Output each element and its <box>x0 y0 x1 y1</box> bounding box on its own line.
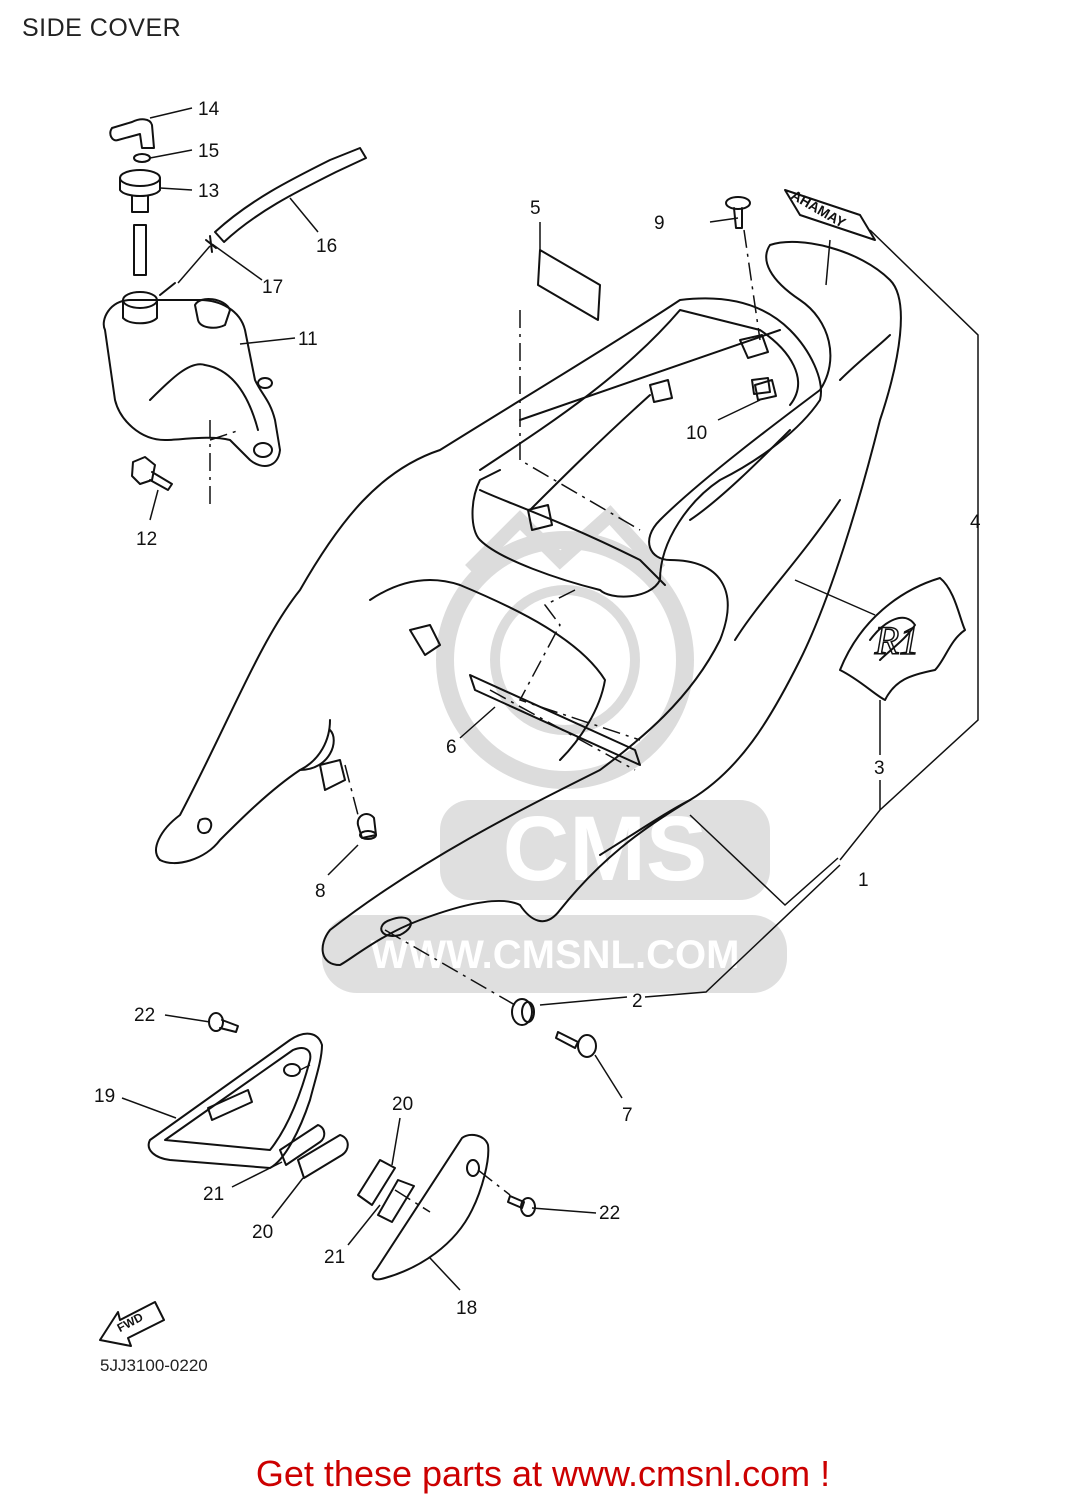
callout-14: 14 <box>198 99 220 120</box>
bolt-part-12 <box>131 456 173 491</box>
screw-part-9 <box>725 196 751 229</box>
clip-part-15 <box>133 153 151 163</box>
r1-emblem-part <box>839 577 966 701</box>
callout-11: 11 <box>298 329 318 350</box>
bolt-part-22-left <box>208 1012 239 1033</box>
side-cover-part-18 <box>371 1133 490 1281</box>
callout-3: 3 <box>874 758 885 779</box>
label-part-5 <box>537 249 601 321</box>
callout-17: 17 <box>262 277 283 298</box>
callout-8: 8 <box>315 881 326 902</box>
promo-link-text[interactable]: Get these parts at www.cmsnl.com ! <box>255 1453 831 1494</box>
callout-13: 13 <box>198 181 219 202</box>
callout-5: 5 <box>530 198 541 219</box>
grommet-part-8 <box>356 813 377 840</box>
callout-18: 18 <box>456 1298 477 1319</box>
damper-part-21-right <box>377 1179 415 1223</box>
clip-part-17 <box>205 235 217 253</box>
leader-lines <box>121 107 979 1291</box>
yamaha-decal-part <box>784 189 876 241</box>
damper-part-20-right <box>357 1159 396 1206</box>
callout-4: 4 <box>970 512 981 533</box>
r1-emblem-text: R1 <box>874 618 919 663</box>
watermark-brand: CMS <box>503 798 707 900</box>
callout-22-right: 22 <box>599 1203 620 1224</box>
callout-19: 19 <box>94 1086 115 1107</box>
side-cover-part-19 <box>147 1032 323 1169</box>
callout-6: 6 <box>446 737 457 758</box>
centerlines <box>209 229 761 1213</box>
cms-watermark: CMS WWW.CMSNL.COM <box>322 505 787 993</box>
strip-part-6 <box>469 674 641 766</box>
callouts: 1 2 3 4 5 6 7 8 9 10 11 12 13 14 15 16 1… <box>94 99 981 1319</box>
diagram-title: SIDE COVER <box>22 14 182 42</box>
seat-cowl-part <box>155 241 902 966</box>
callout-20-left: 20 <box>252 1222 273 1243</box>
nut-part-10 <box>751 377 771 395</box>
drawing-part-code: 5JJ3100-0220 <box>100 1356 208 1375</box>
grommet-part-2 <box>511 998 535 1026</box>
callout-12: 12 <box>136 529 157 550</box>
elbow-part-14 <box>109 118 155 149</box>
fwd-arrow-icon <box>99 1301 165 1347</box>
callout-22-left: 22 <box>134 1005 155 1026</box>
callout-21-right: 21 <box>324 1247 345 1268</box>
callout-15: 15 <box>198 141 219 162</box>
tank-part-11 <box>102 282 281 467</box>
damper-part-21-left <box>279 1124 326 1166</box>
screw-part-7 <box>555 1031 597 1058</box>
cap-part-13 <box>119 169 161 276</box>
damper-part-20-left <box>297 1134 349 1179</box>
callout-21-left: 21 <box>203 1184 224 1205</box>
callout-16: 16 <box>316 236 337 257</box>
callout-2: 2 <box>632 991 643 1012</box>
bolt-part-22-right <box>507 1195 536 1217</box>
callout-10: 10 <box>686 423 707 444</box>
callout-7: 7 <box>622 1105 633 1126</box>
callout-20-right: 20 <box>392 1094 413 1115</box>
hose-part-16 <box>214 147 367 243</box>
callout-9: 9 <box>654 213 665 234</box>
callout-1: 1 <box>858 870 869 891</box>
watermark-site: WWW.CMSNL.COM <box>371 933 740 977</box>
